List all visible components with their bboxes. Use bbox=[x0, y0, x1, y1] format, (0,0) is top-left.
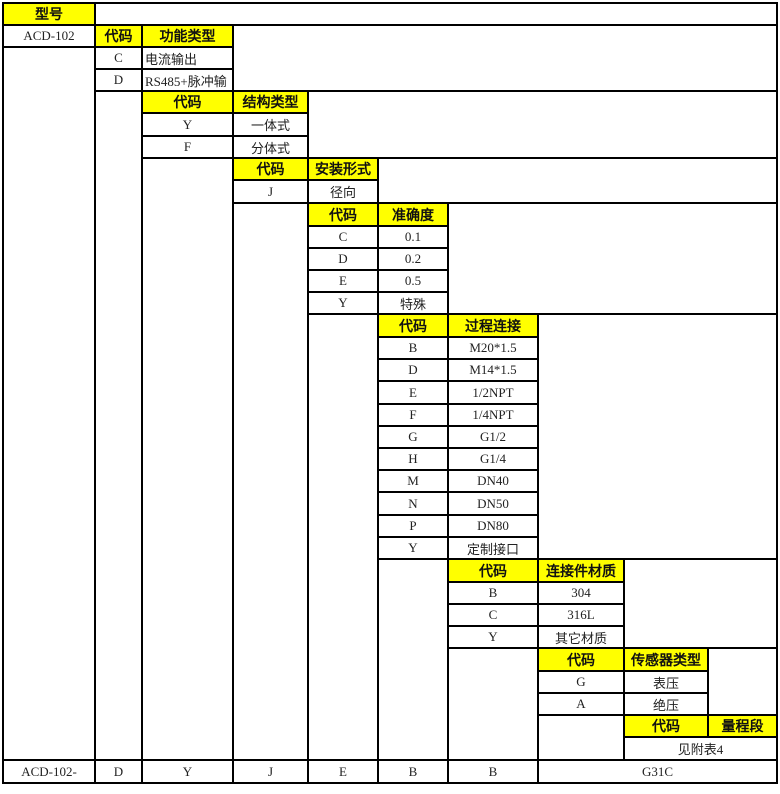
item-code: E bbox=[377, 380, 449, 405]
code-header: 代码 bbox=[623, 714, 709, 738]
blank-cell bbox=[623, 558, 778, 649]
item-name: M14*1.5 bbox=[447, 358, 539, 382]
item-code: G bbox=[377, 425, 449, 449]
blank-cell bbox=[447, 202, 778, 315]
item-code: F bbox=[141, 135, 234, 159]
example-code: Y bbox=[141, 759, 234, 784]
section-header: 传感器类型 bbox=[623, 647, 709, 672]
item-code: G bbox=[537, 670, 625, 694]
item-name: 绝压 bbox=[623, 692, 709, 716]
code-header: 代码 bbox=[377, 313, 449, 338]
code-header: 代码 bbox=[94, 24, 143, 48]
item-code: C bbox=[447, 603, 539, 627]
code-header: 代码 bbox=[307, 202, 379, 227]
blank-cell bbox=[94, 90, 143, 761]
example-code: G31C bbox=[537, 759, 778, 784]
blank-cell bbox=[707, 647, 778, 716]
item-name: DN50 bbox=[447, 491, 539, 516]
item-name: G1/4 bbox=[447, 447, 539, 471]
example-code: E bbox=[307, 759, 379, 784]
item-code: D bbox=[377, 358, 449, 382]
item-code: F bbox=[377, 403, 449, 427]
code-header: 代码 bbox=[447, 558, 539, 583]
example-code: J bbox=[232, 759, 309, 784]
item-name: 定制接口 bbox=[447, 536, 539, 560]
item-code: Y bbox=[307, 291, 379, 315]
item-name: 0.2 bbox=[377, 247, 449, 271]
model-code: ACD-102 bbox=[2, 24, 96, 48]
blank-cell bbox=[377, 157, 778, 204]
item-code: C bbox=[307, 225, 379, 249]
item-code: Y bbox=[447, 625, 539, 649]
code-header: 代码 bbox=[232, 157, 309, 181]
example-code: B bbox=[377, 759, 449, 784]
item-code: E bbox=[307, 269, 379, 293]
section-header: 功能类型 bbox=[141, 24, 234, 48]
item-code: B bbox=[447, 581, 539, 605]
item-code: M bbox=[377, 469, 449, 493]
item-name: 304 bbox=[537, 581, 625, 605]
blank-cell bbox=[537, 714, 625, 761]
item-name: 见附表4 bbox=[623, 736, 778, 761]
item-name: 表压 bbox=[623, 670, 709, 694]
example-code: B bbox=[447, 759, 539, 784]
item-name: 316L bbox=[537, 603, 625, 627]
blank-cell bbox=[377, 558, 449, 761]
blank-cell bbox=[307, 90, 778, 159]
section-header: 连接件材质 bbox=[537, 558, 625, 583]
item-name: 1/2NPT bbox=[447, 380, 539, 405]
item-name: 特殊 bbox=[377, 291, 449, 315]
item-code: D bbox=[307, 247, 379, 271]
section-header: 结构类型 bbox=[232, 90, 309, 114]
item-name: 一体式 bbox=[232, 112, 309, 137]
title-label: 型号 bbox=[2, 2, 96, 26]
item-code: Y bbox=[377, 536, 449, 560]
item-name: 电流输出 bbox=[141, 46, 234, 70]
item-name: 其它材质 bbox=[537, 625, 625, 649]
code-header: 代码 bbox=[141, 90, 234, 114]
section-header: 准确度 bbox=[377, 202, 449, 227]
item-name: 径向 bbox=[307, 179, 379, 204]
blank-cell bbox=[232, 24, 778, 92]
item-name: 分体式 bbox=[232, 135, 309, 159]
item-code: Y bbox=[141, 112, 234, 137]
item-name: M20*1.5 bbox=[447, 336, 539, 360]
item-code: A bbox=[537, 692, 625, 716]
item-code: N bbox=[377, 491, 449, 516]
item-name: G1/2 bbox=[447, 425, 539, 449]
example-code: D bbox=[94, 759, 143, 784]
item-name: 0.5 bbox=[377, 269, 449, 293]
section-header: 安装形式 bbox=[307, 157, 379, 181]
item-name: 0.1 bbox=[377, 225, 449, 249]
blank-cell bbox=[2, 46, 96, 761]
example-code: ACD-102- bbox=[2, 759, 96, 784]
blank-cell bbox=[307, 313, 379, 761]
item-code: B bbox=[377, 336, 449, 360]
blank-cell bbox=[232, 202, 309, 761]
blank-cell bbox=[94, 2, 778, 26]
section-header: 量程段 bbox=[707, 714, 778, 738]
blank-cell bbox=[447, 647, 539, 761]
item-name: DN80 bbox=[447, 514, 539, 538]
blank-cell bbox=[141, 157, 234, 761]
item-name: RS485+脉冲输 bbox=[141, 68, 234, 92]
item-code: J bbox=[232, 179, 309, 204]
section-header: 过程连接 bbox=[447, 313, 539, 338]
item-name: 1/4NPT bbox=[447, 403, 539, 427]
item-code: H bbox=[377, 447, 449, 471]
item-code: C bbox=[94, 46, 143, 70]
item-code: D bbox=[94, 68, 143, 92]
blank-cell bbox=[537, 313, 778, 560]
code-header: 代码 bbox=[537, 647, 625, 672]
item-code: P bbox=[377, 514, 449, 538]
item-name: DN40 bbox=[447, 469, 539, 493]
